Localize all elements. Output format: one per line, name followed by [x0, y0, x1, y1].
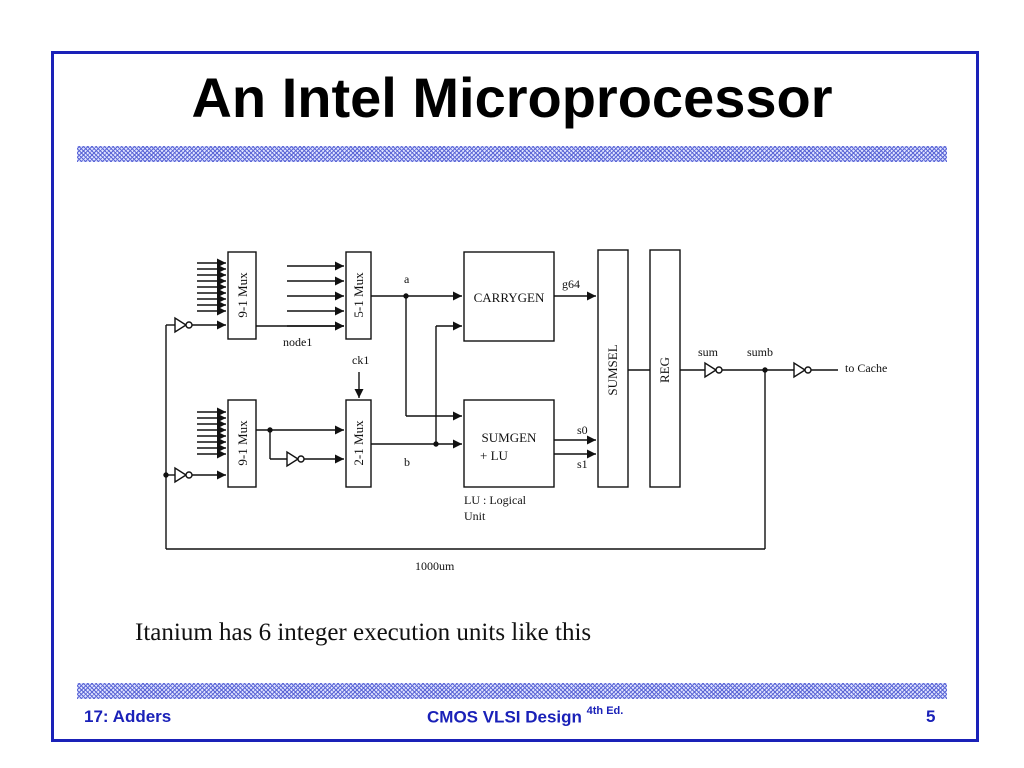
- page-number: 5: [926, 707, 936, 726]
- label-to-cache: to Cache: [845, 361, 887, 375]
- carrygen-label: CARRYGEN: [474, 290, 545, 305]
- label-lu-line1: LU : Logical: [464, 493, 527, 507]
- label-g64: g64: [562, 277, 580, 291]
- label-b: b: [404, 455, 410, 469]
- inverter-top-left: [166, 316, 226, 334]
- mux-5-1-label: 5-1 Mux: [351, 272, 366, 318]
- slide-caption: Itanium has 6 integer execution units li…: [135, 619, 592, 646]
- label-sumb: sumb: [747, 345, 773, 359]
- mux-9-1-bottom-inputs: [197, 407, 226, 459]
- inverter-bottom-left: [166, 466, 226, 484]
- output-chain: [680, 361, 838, 379]
- label-s0: s0: [577, 423, 588, 437]
- mux-2-1-inputs: [256, 425, 344, 468]
- wire-a: [371, 291, 462, 421]
- mux-9-1-bottom-block: [227, 399, 257, 488]
- wire-b: [371, 321, 462, 449]
- footer-course: CMOS VLSI Design 4th Ed.: [427, 705, 624, 728]
- sumgen-label: SUMGEN: [482, 430, 538, 445]
- slide-title: An Intel Microprocessor: [191, 66, 833, 129]
- footer-divider: [77, 683, 947, 699]
- footer-edition: 4th Ed.: [586, 705, 624, 717]
- label-sum: sum: [698, 345, 719, 359]
- feedback-loop: [163, 325, 766, 550]
- sumgen-lu-label: + LU: [480, 448, 509, 463]
- sumsel-block: [597, 249, 629, 488]
- label-lu-line2: Unit: [464, 509, 486, 523]
- mux-9-1-bottom-label: 9-1 Mux: [235, 420, 250, 466]
- label-ck1: ck1: [352, 353, 369, 367]
- sumsel-label: SUMSEL: [605, 344, 620, 395]
- footer-course-title: CMOS VLSI Design: [427, 707, 582, 727]
- mux-5-1-inputs: [287, 261, 344, 331]
- label-node1: node1: [283, 335, 312, 349]
- reg-label: REG: [657, 357, 672, 383]
- title-divider: [77, 146, 947, 162]
- footer-chapter: 17: Adders: [84, 707, 172, 726]
- slide-frame: [51, 51, 979, 742]
- label-a: a: [404, 272, 410, 286]
- mux-2-1-label: 2-1 Mux: [351, 420, 366, 466]
- mux-9-1-top-block: [227, 251, 257, 340]
- mux-9-1-top-inputs: [197, 258, 226, 316]
- label-length: 1000um: [415, 559, 455, 573]
- sumgen-block: [463, 399, 555, 488]
- reg-block: [649, 249, 681, 488]
- mux-9-1-top-label: 9-1 Mux: [235, 272, 250, 318]
- label-s1: s1: [577, 457, 588, 471]
